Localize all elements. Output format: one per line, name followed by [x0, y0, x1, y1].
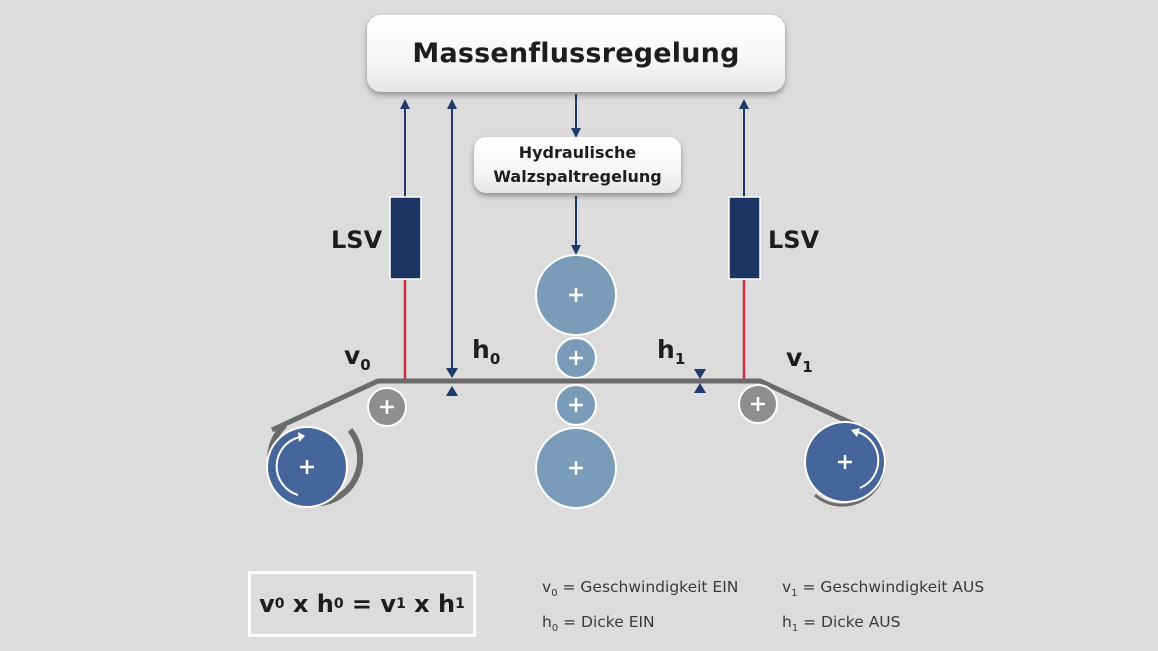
hydraulic-label-line1: Hydraulische: [518, 143, 637, 162]
upper-work-roll: [555, 337, 597, 379]
legend-item: v1 = Geschwindigkeit AUS: [782, 578, 985, 599]
plus-icon: [569, 398, 583, 412]
plus-icon: [751, 397, 765, 411]
lower-work-roll: [555, 384, 597, 426]
h0-up-arrowhead-icon: [446, 386, 458, 396]
h1-up-arrowhead-icon: [694, 383, 706, 393]
plus-icon: [380, 400, 394, 414]
plus-icon: [838, 455, 852, 469]
right-lsv-label: LSV: [768, 226, 820, 254]
h0-label: h0: [472, 335, 501, 368]
left-rotation-arrow-icon: [275, 436, 301, 496]
h0-down-arrowhead-icon: [446, 368, 458, 378]
plus-icon: [569, 461, 583, 475]
h1-down-arrowhead-icon: [694, 369, 706, 379]
h1-label: h1: [657, 335, 686, 368]
legend-item: h1 = Dicke AUS: [782, 613, 901, 634]
right-coiler: [804, 421, 886, 503]
upper-backup-roll: [535, 254, 617, 336]
legend-item: v0 = Geschwindigkeit EIN: [542, 578, 739, 599]
right-deflector-roll: [738, 384, 778, 424]
v0-label: v0: [344, 341, 371, 374]
mass-flow-control-label: Massenflussregelung: [412, 38, 740, 69]
left-deflector-roll: [367, 387, 407, 427]
hydraulic-gap-control-box: Hydraulische Walzspaltregelung: [474, 137, 681, 193]
left-lsv-label: LSV: [331, 226, 383, 254]
legend-item: h0 = Dicke EIN: [542, 613, 655, 634]
plus-icon: [569, 288, 583, 302]
left-lsv-sensor: [389, 196, 422, 280]
lower-backup-roll: [535, 427, 617, 509]
v1-label: v1: [786, 343, 813, 376]
plus-icon: [300, 460, 314, 474]
left-coiler: [266, 426, 348, 508]
right-rotation-arrow-icon: [857, 431, 880, 489]
mass-flow-control-box: Massenflussregelung: [367, 15, 785, 92]
hydraulic-label-line2: Walzspaltregelung: [493, 167, 662, 186]
plus-icon: [569, 351, 583, 365]
right-lsv-sensor: [728, 196, 761, 280]
